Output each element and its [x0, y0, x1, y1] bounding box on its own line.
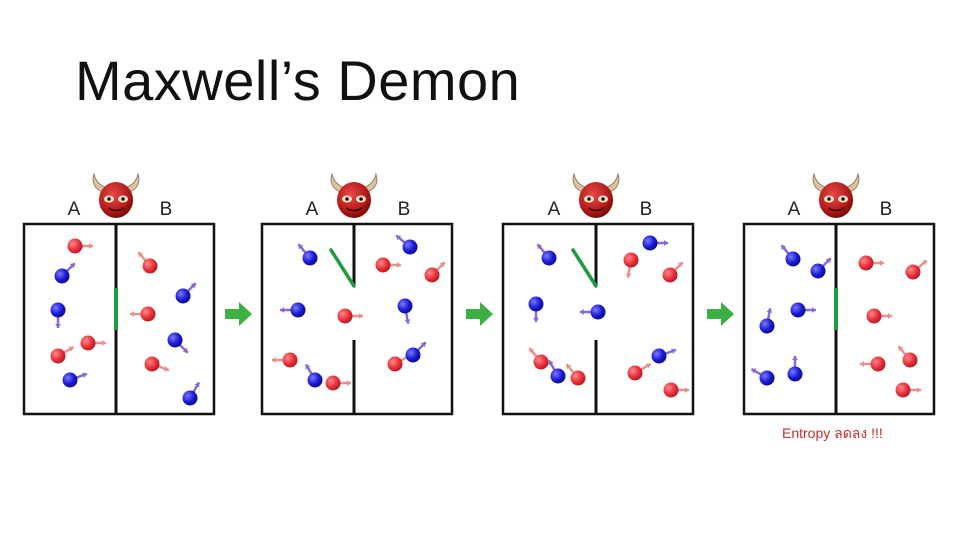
molecule-ball	[63, 373, 78, 388]
demon-pupil-right	[841, 197, 845, 201]
molecule-ball	[663, 268, 678, 283]
demon-pupil-right	[121, 197, 125, 201]
demon-face	[99, 182, 133, 218]
demon-pupil-left	[345, 197, 349, 201]
label-b: B	[640, 199, 653, 220]
panel-4: AB	[744, 174, 934, 414]
label-a: A	[68, 199, 81, 220]
demon-icon	[93, 174, 139, 218]
molecule-ball	[376, 258, 391, 273]
demon-pupil-left	[107, 197, 111, 201]
molecule-ball	[643, 236, 658, 251]
molecule-ball	[652, 349, 667, 364]
molecule-ball	[403, 240, 418, 255]
demon-face	[337, 182, 371, 218]
molecule-ball	[571, 371, 586, 386]
molecule-ball	[168, 333, 183, 348]
molecule-ball	[425, 268, 440, 283]
demon-icon	[813, 174, 859, 218]
molecule-ball	[308, 373, 323, 388]
molecule-ball	[760, 319, 775, 334]
panel-2: AB	[262, 174, 452, 414]
next-step-arrow-icon	[466, 302, 493, 326]
container-box	[24, 224, 214, 414]
molecule-ball	[68, 239, 83, 254]
molecule-ball	[591, 305, 606, 320]
molecule-ball	[760, 371, 775, 386]
demon-pupil-left	[587, 197, 591, 201]
molecule-ball	[338, 309, 353, 324]
molecule-ball	[51, 303, 66, 318]
molecule-ball	[664, 383, 679, 398]
label-a: A	[788, 199, 801, 220]
molecule-ball	[903, 353, 918, 368]
next-step-arrow-icon	[225, 302, 252, 326]
demon-icon	[331, 174, 377, 218]
label-a: A	[306, 199, 319, 220]
container-box	[262, 224, 452, 414]
molecule-ball	[143, 259, 158, 274]
molecule-ball	[551, 369, 566, 384]
demon-pupil-right	[601, 197, 605, 201]
molecule-ball	[529, 297, 544, 312]
molecule-ball	[183, 391, 198, 406]
label-b: B	[880, 199, 893, 220]
molecule-ball	[896, 383, 911, 398]
label-b: B	[160, 199, 173, 220]
molecule-ball	[141, 307, 156, 322]
entropy-caption: Entropy ลดลง !!!	[782, 423, 883, 445]
demon-face	[579, 182, 613, 218]
next-step-arrow-icon	[707, 302, 734, 326]
molecule-ball	[786, 252, 801, 267]
label-a: A	[548, 199, 561, 220]
demon-face	[819, 182, 853, 218]
molecule-ball	[81, 336, 96, 351]
molecule-ball	[398, 299, 413, 314]
demon-pupil-left	[827, 197, 831, 201]
panel-3: AB	[503, 174, 693, 414]
molecule-ball	[51, 349, 66, 364]
molecule-ball	[788, 367, 803, 382]
molecule-ball	[145, 357, 160, 372]
molecule-ball	[388, 357, 403, 372]
molecule-ball	[542, 251, 557, 266]
label-b: B	[398, 199, 411, 220]
molecule-ball	[176, 289, 191, 304]
demon-pupil-right	[359, 197, 363, 201]
molecule-ball	[871, 357, 886, 372]
molecule-ball	[791, 303, 806, 318]
molecule-ball	[624, 253, 639, 268]
molecule-ball	[326, 376, 341, 391]
molecule-ball	[283, 353, 298, 368]
molecule-ball	[291, 303, 306, 318]
molecule-ball	[303, 251, 318, 266]
molecule-ball	[859, 256, 874, 271]
molecule-ball	[867, 309, 882, 324]
demon-icon	[573, 174, 619, 218]
molecule-ball	[906, 265, 921, 280]
molecule-ball	[811, 264, 826, 279]
molecule-ball	[628, 366, 643, 381]
molecule-ball	[534, 355, 549, 370]
molecule-ball	[55, 269, 70, 284]
molecule-ball	[406, 348, 421, 363]
